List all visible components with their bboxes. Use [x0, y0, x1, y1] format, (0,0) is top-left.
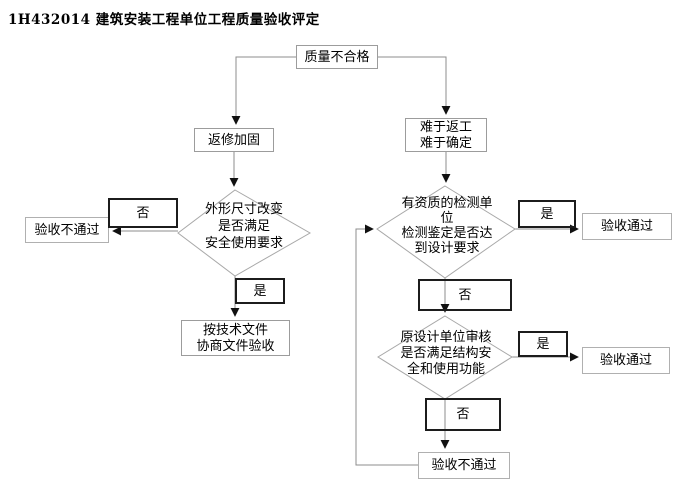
pass-2-label: 验收通过 [599, 353, 652, 368]
pass-1-label: 验收通过 [600, 219, 653, 234]
shape-decision-line3: 安全使用要求 [204, 236, 283, 251]
pass-1-box: 验收通过 [582, 213, 672, 240]
shape-decision-line2: 是否满足 [217, 219, 270, 234]
design-decision-line3: 全和使用功能 [406, 362, 485, 377]
test-decision-text: 有资质的检测单 位 检测鉴定是否达 到设计要求 [385, 196, 509, 256]
yes-left-label: 是 [253, 283, 267, 299]
quality-fail-label: 质量不合格 [304, 49, 370, 65]
shape-decision-text: 外形尺寸改变 是否满足 安全使用要求 [179, 201, 309, 252]
connector-fail-bottom-loop-to-test-decision [355, 224, 418, 466]
shape-decision-line1: 外形尺寸改变 [204, 202, 283, 217]
design-decision-line2: 是否满足结构安 [400, 346, 492, 361]
repair-label: 返修加固 [207, 132, 260, 148]
fail-bottom-label: 验收不通过 [431, 458, 497, 473]
test-decision-line2: 位 [440, 211, 454, 226]
no-right-mid-label-box: 否 [418, 279, 512, 311]
test-decision-line4: 到设计要求 [414, 241, 480, 256]
shape-decision-diamond [177, 189, 312, 277]
fail-left-label: 验收不通过 [34, 222, 100, 238]
hard-rework-box: 难于返工 难于确定 [405, 118, 487, 152]
quality-fail-box: 质量不合格 [296, 45, 378, 69]
fail-left-box: 验收不通过 [25, 217, 109, 243]
yes-left-label-box: 是 [235, 278, 285, 304]
negotiate-box: 按技术文件 协商文件验收 [181, 320, 290, 356]
fail-bottom-box: 验收不通过 [418, 452, 510, 479]
connector-fail-to-repair [231, 56, 296, 125]
no-left-label-box: 否 [108, 198, 178, 228]
yes-right-2-label: 是 [536, 336, 550, 352]
negotiate-line1: 按技术文件 [202, 322, 268, 338]
yes-right-1-label-box: 是 [518, 200, 576, 228]
no-bottom-label-box: 否 [425, 398, 501, 431]
no-bottom-label: 否 [456, 407, 470, 422]
yes-right-2-label-box: 是 [518, 331, 568, 357]
design-decision-text: 原设计单位审核 是否满足结构安 全和使用功能 [381, 330, 511, 378]
hard-rework-line1: 难于返工 [419, 119, 472, 135]
yes-right-1-label: 是 [540, 206, 554, 222]
pass-2-box: 验收通过 [582, 347, 670, 374]
page-title: 1H432014 建筑安装工程单位工程质量验收评定 [8, 12, 320, 28]
no-left-label: 否 [136, 205, 150, 221]
negotiate-line2: 协商文件验收 [196, 338, 275, 354]
no-right-mid-label: 否 [458, 287, 472, 303]
connector-fail-to-hard-rework [378, 56, 451, 115]
test-decision-line3: 检测鉴定是否达 [401, 226, 493, 241]
test-decision-diamond [376, 185, 516, 279]
design-decision-line1: 原设计单位审核 [400, 330, 492, 345]
repair-box: 返修加固 [194, 128, 274, 152]
test-decision-line1: 有资质的检测单 [401, 196, 493, 211]
hard-rework-line2: 难于确定 [419, 135, 472, 151]
